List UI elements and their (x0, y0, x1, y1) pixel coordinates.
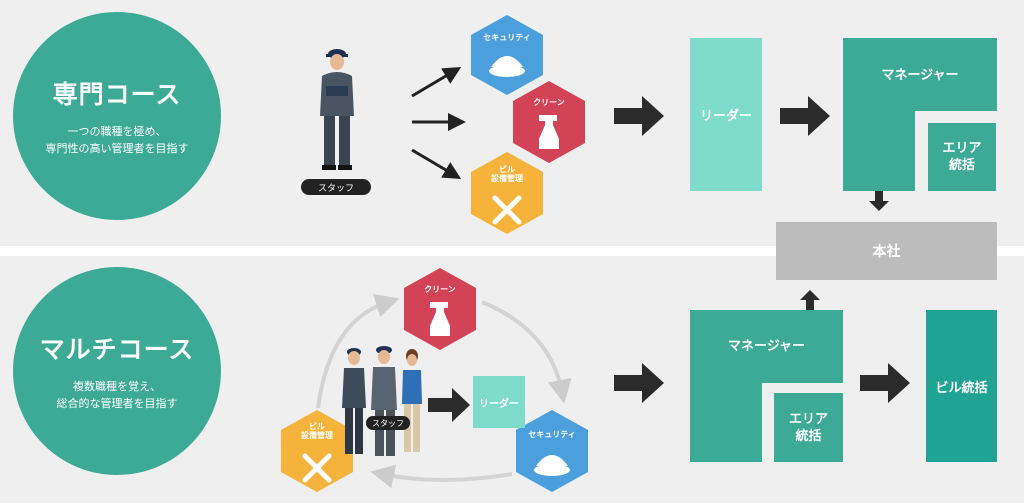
arrows-to-jobs (411, 66, 466, 180)
multi-course-desc-2: 総合的な管理者を目指す (56, 397, 178, 410)
building-hexagon (471, 152, 543, 234)
building-label-1: ビル (499, 165, 515, 174)
bottom-area-box: エリア 統括 (774, 393, 843, 462)
bottom-building-label: ビル 設備管理 (282, 422, 352, 440)
clean-hexagon (513, 81, 585, 163)
specialist-course-desc-1: 一つの職種を極め、 (67, 125, 167, 138)
specialist-course-desc-2: 専門性の高い管理者を目指す (45, 142, 189, 155)
top-manager-label: マネージャー (881, 68, 959, 83)
building-label: ビル 設備管理 (472, 165, 542, 183)
bottom-arrow-to-leader-icon (428, 388, 470, 422)
bottom-clean-label: クリーン (424, 285, 456, 294)
bottom-manager-label: マネージャー (727, 339, 806, 354)
bottom-security-label: セキュリティ (528, 430, 576, 439)
security-hexagon (471, 15, 543, 95)
bottom-staff-label: スタッフ (366, 416, 410, 430)
bottom-manager-shape (690, 310, 843, 462)
top-area-label-1: エリア (942, 141, 982, 156)
bottom-area-label-1: エリア (788, 411, 828, 427)
arrow-up-to-hq-icon (800, 290, 820, 310)
specialist-course-title: 専門コース (52, 80, 182, 109)
bottom-area-label-2: 統括 (795, 428, 822, 444)
bottom-clean-hexagon (404, 268, 476, 350)
security-label: セキュリティ (483, 33, 531, 42)
bottom-building-hexagon (281, 410, 353, 492)
multi-course-desc-1: 複数職種を覚え、 (73, 380, 161, 393)
arrow-down-to-hq-icon (869, 191, 889, 211)
building-label-2: 設備管理 (491, 174, 523, 183)
specialist-course-circle: 専門コース 一つの職種を極め、 専門性の高い管理者を目指す (13, 12, 221, 220)
staff-group-figure-icon (342, 346, 422, 456)
top-area-box: エリア 統括 (928, 123, 996, 191)
arrow-to-manager-icon (780, 96, 830, 136)
rotation-cycle-arrows (316, 294, 572, 489)
arrow-to-building-mgmt-icon (860, 363, 910, 403)
top-area-label-2: 統括 (948, 158, 975, 173)
top-leader-box: リーダー (690, 38, 762, 191)
arrow-to-leader-icon (614, 96, 664, 136)
staff-figure-icon (320, 49, 354, 170)
section-divider (0, 246, 1024, 256)
bottom-security-hexagon (516, 410, 588, 492)
headquarters-box: 本社 (776, 222, 997, 280)
staff-label: スタッフ (301, 179, 371, 195)
bottom-arrow-to-manager-icon (614, 363, 664, 403)
multi-course-title: マルチコース (39, 335, 195, 364)
bottom-building-label-2: 設備管理 (301, 431, 333, 440)
clean-label: クリーン (533, 98, 565, 107)
bottom-leader-box: リーダー (473, 376, 525, 428)
multi-course-circle: マルチコース 複数職種を覚え、 総合的な管理者を目指す (13, 267, 221, 475)
building-mgmt-box: ビル統括 (926, 310, 997, 462)
top-manager-shape (843, 38, 997, 191)
bottom-building-label-1: ビル (309, 422, 325, 431)
